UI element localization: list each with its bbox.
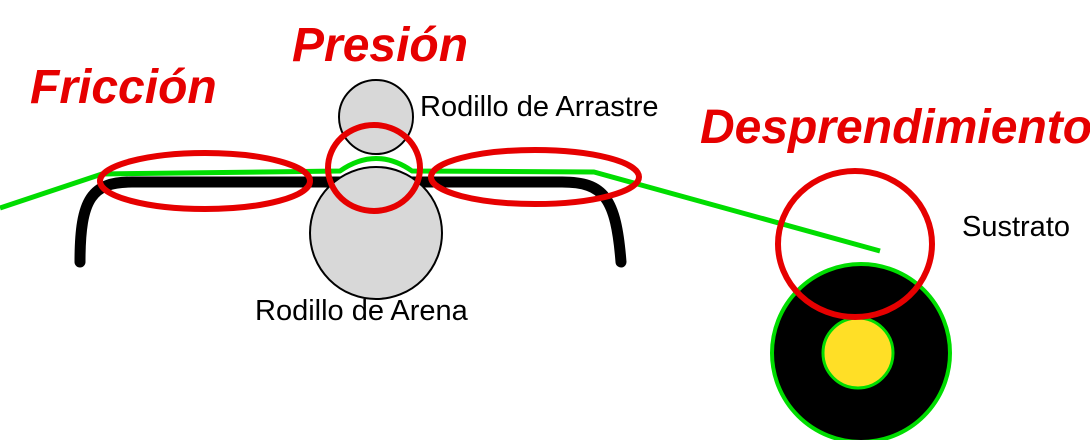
- substrate-label: Sustrato: [962, 211, 1070, 243]
- pressure-label: Presión: [292, 19, 469, 72]
- friction-label: Fricción: [30, 61, 217, 114]
- detachment-highlight-circle: [775, 168, 935, 320]
- sand-roller-label: Rodillo de Arena: [255, 295, 468, 327]
- pressure-highlight-circle: [325, 122, 423, 214]
- drive-roller-circle: [338, 79, 414, 155]
- friction-highlight-ellipse-right: [428, 147, 642, 207]
- drive-roller-label: Rodillo de Arrastre: [420, 91, 659, 123]
- web-line: [0, 156, 881, 254]
- friction-highlight-ellipse-left: [97, 150, 313, 212]
- substrate-core-circle: [821, 316, 895, 390]
- detachment-label: Desprendimiento: [700, 101, 1090, 154]
